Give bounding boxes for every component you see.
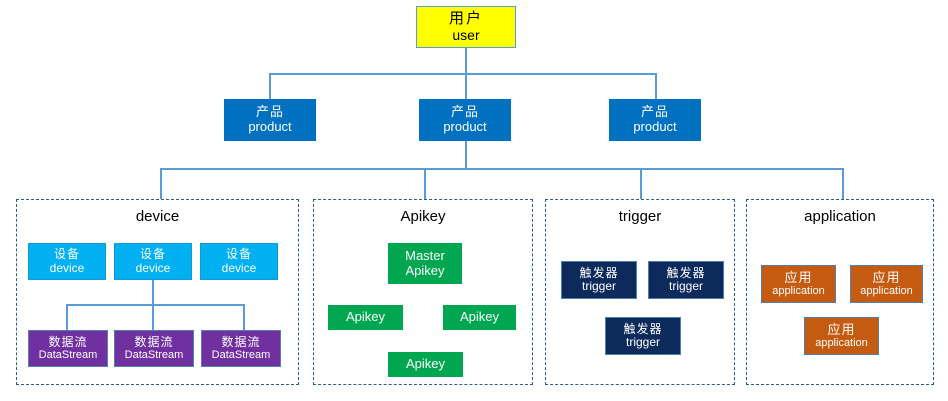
node-device-3-label-en: device [221,260,257,275]
node-apikey-master-label-top: Master [405,247,445,263]
node-device-3-label-cn: 设备 [225,247,252,262]
connector-user-down [465,47,467,74]
node-device-1[interactable]: 设备 device [28,243,106,280]
connector-group-drop-device [160,168,162,199]
connector-datastream-bus [66,304,245,306]
group-application-title: application [804,208,876,225]
connector-datastream-drop-2 [152,304,154,330]
node-device-2[interactable]: 设备 device [114,243,192,280]
connector-datastream-drop-3 [243,304,245,330]
connector-group-bus [160,168,844,170]
node-trigger-1-label-cn: 触发器 [579,265,619,280]
node-product-2-label-cn: 产品 [450,104,479,120]
node-device-1-label-en: device [49,260,85,275]
node-product-1-label-en: product [248,119,292,134]
node-apikey-4[interactable]: Apikey [388,352,463,377]
group-apikey-title: Apikey [400,208,446,225]
connector-group-drop-apikey [424,168,426,199]
group-application: application [746,199,934,385]
node-application-3-label-en: application [815,337,868,350]
node-datastream-1[interactable]: 数据流 DataStream [28,330,108,367]
node-product-1[interactable]: 产品 product [224,99,316,141]
node-application-1-label-en: application [772,285,825,298]
connector-group-drop-application [842,168,844,199]
node-application-3[interactable]: 应用 application [804,317,879,355]
node-datastream-1-label-cn: 数据流 [48,334,88,349]
connector-device2-down [152,278,154,305]
connector-group-drop-trigger [640,168,642,199]
node-trigger-1-label-en: trigger [581,279,616,293]
node-apikey-2-label: Apikey [345,309,386,325]
node-product-2[interactable]: 产品 product [419,99,511,141]
node-application-1[interactable]: 应用 application [761,265,836,303]
group-device-title: device [135,208,180,225]
node-datastream-3-label-cn: 数据流 [221,334,261,349]
node-trigger-3-label-cn: 触发器 [623,321,663,336]
node-datastream-1-label-en: DataStream [38,349,98,362]
node-trigger-2-label-cn: 触发器 [666,265,706,280]
connector-datastream-drop-1 [66,304,68,330]
node-apikey-master-label-bottom: Apikey [405,262,445,278]
node-trigger-1[interactable]: 触发器 trigger [561,261,637,299]
node-datastream-3-label-en: DataStream [211,349,271,362]
node-device-1-label-cn: 设备 [53,247,80,262]
node-apikey-2[interactable]: Apikey [328,305,403,330]
node-application-2-label-cn: 应用 [872,269,901,285]
group-trigger-title: trigger [618,208,662,225]
node-trigger-3[interactable]: 触发器 trigger [605,317,681,355]
node-application-2-label-en: application [860,285,913,298]
node-apikey-master[interactable]: Master Apikey [388,243,462,284]
node-datastream-2-label-cn: 数据流 [134,334,174,349]
node-application-1-label-cn: 应用 [784,269,813,285]
connector-product-bus [269,73,657,75]
connector-product-drop-3 [655,73,657,99]
node-datastream-2[interactable]: 数据流 DataStream [114,330,194,367]
connector-product-drop-1 [269,73,271,99]
node-application-2[interactable]: 应用 application [850,265,923,303]
node-product-3-label-cn: 产品 [640,104,669,120]
node-product-1-label-cn: 产品 [255,104,284,120]
node-datastream-2-label-en: DataStream [124,349,184,362]
group-trigger: trigger [545,199,735,385]
connector-product2-down [465,141,467,169]
group-device: device [16,199,299,385]
node-user-label-en: user [452,26,480,43]
node-product-3-label-en: product [633,119,677,134]
group-apikey: Apikey [313,199,533,385]
node-device-3[interactable]: 设备 device [200,243,278,280]
node-product-3[interactable]: 产品 product [609,99,701,141]
node-apikey-4-label: Apikey [405,356,446,372]
node-user-label-cn: 用户 [448,9,483,27]
node-trigger-2-label-en: trigger [668,279,703,293]
node-device-2-label-en: device [135,260,171,275]
node-apikey-3[interactable]: Apikey [443,305,516,330]
connector-product-drop-2 [465,73,467,99]
node-apikey-3-label: Apikey [459,309,500,325]
node-application-3-label-cn: 应用 [827,321,856,337]
node-product-2-label-en: product [443,119,487,134]
node-trigger-2[interactable]: 触发器 trigger [648,261,724,299]
node-datastream-3[interactable]: 数据流 DataStream [201,330,281,367]
node-trigger-3-label-en: trigger [625,335,660,349]
node-user[interactable]: 用户 user [416,6,516,48]
node-device-2-label-cn: 设备 [139,247,166,262]
